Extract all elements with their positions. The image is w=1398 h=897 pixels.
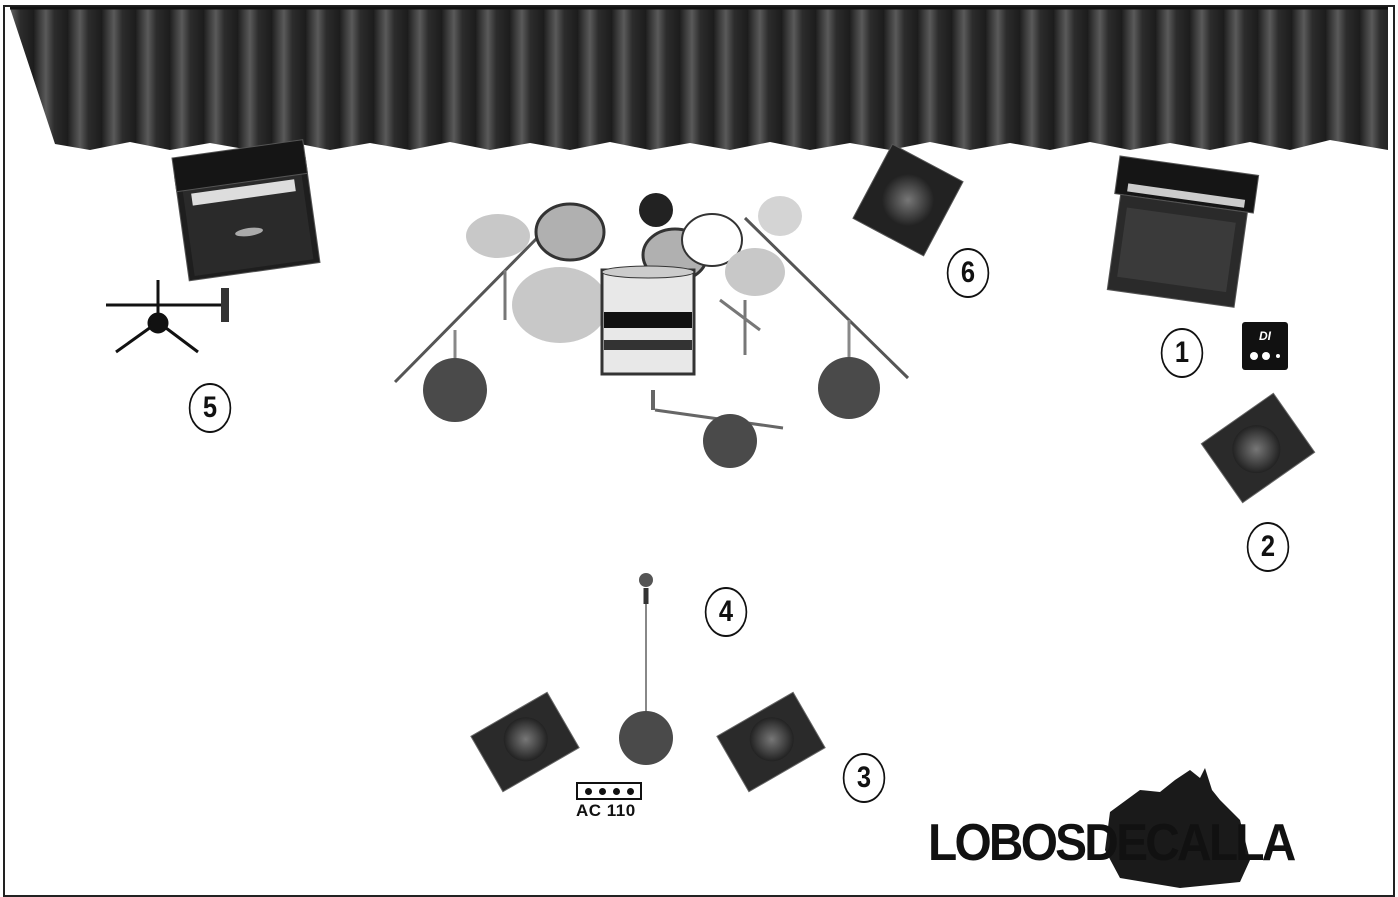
label-5: 5 [188,383,232,433]
label-4: 4 [704,587,748,637]
curtain-icon [10,6,1388,150]
wolf-logo-icon [1105,768,1250,888]
monitor-icon [1200,392,1316,504]
vocal-mic-icon [619,573,673,765]
monitor-icon [470,691,580,793]
power-strip-box [576,782,642,800]
band-logo: LOBOSDECALLA [920,765,1380,895]
di-box-icon: DI [1242,322,1288,370]
power-strip-icon: AC 110 [576,782,650,821]
drum-kit-icon [393,193,910,468]
label-2: 2 [1246,522,1290,572]
bass-amp-icon [171,139,321,282]
label-6: 6 [946,248,990,298]
monitor-icon [716,691,826,793]
band-logo-text: LOBOSDECALLA [928,814,1296,872]
monitor-icon [852,143,964,257]
di-box-label: DI [1259,329,1272,343]
label-3: 3 [842,753,886,803]
label-1: 1 [1160,328,1204,378]
guitar-amp-icon [1106,155,1260,308]
power-label: AC 110 [576,801,636,820]
mic-stand-icon [106,280,229,354]
